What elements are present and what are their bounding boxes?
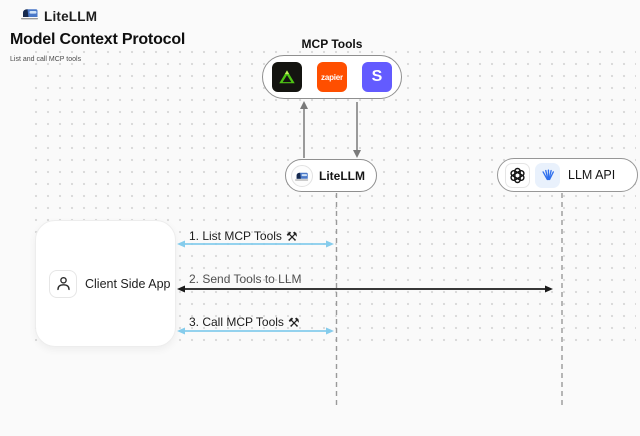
brand-name: LiteLLM <box>44 8 98 24</box>
page-title: Model Context Protocol <box>10 31 186 48</box>
litellm-node-label: LiteLLM <box>319 168 365 183</box>
person-icon <box>49 269 77 298</box>
page-subtitle: List and call MCP tools <box>10 56 82 63</box>
zapier-tool-icon: zapier <box>317 62 347 92</box>
hammer-wrench-icon: ⚒ <box>287 314 300 330</box>
brand: LiteLLM <box>21 7 97 25</box>
sequence-step-1-label: 1. List MCP Tools <box>189 229 282 243</box>
client-side-app-node: Client Side App <box>35 220 176 347</box>
sequence-step-3: 3. Call MCP Tools ⚒ <box>189 315 300 329</box>
mcp-tools-box: zapier S <box>262 55 402 99</box>
arrow-mcp-to-litellm <box>353 102 361 158</box>
arrow-send-tools-to-llm <box>177 285 553 293</box>
llm-api-node: LLM API <box>497 158 638 192</box>
openai-icon <box>505 162 530 188</box>
arrow-litellm-to-mcp <box>300 101 308 158</box>
sequence-step-3-label: 3. Call MCP Tools <box>189 315 284 329</box>
zapier-label: zapier <box>321 72 343 82</box>
litellm-node: LiteLLM <box>285 159 377 192</box>
sequence-step-2-label: 2. Send Tools to LLM <box>189 272 302 286</box>
llm-provider-icon <box>535 162 560 188</box>
litellm-train-icon <box>291 164 313 187</box>
hammer-wrench-icon: ⚒ <box>285 228 298 244</box>
stripe-label: S <box>371 68 383 85</box>
sequence-step-2: 2. Send Tools to LLM <box>189 272 302 286</box>
mcp-tools-label: MCP Tools <box>301 37 363 51</box>
litellm-logo-icon <box>21 7 39 25</box>
llm-api-node-label: LLM API <box>568 168 616 182</box>
sequence-step-1: 1. List MCP Tools ⚒ <box>189 229 298 243</box>
client-side-app-label: Client Side App <box>85 276 171 291</box>
stripe-tool-icon: S <box>362 62 392 92</box>
green-triangle-tool-icon <box>272 62 302 92</box>
